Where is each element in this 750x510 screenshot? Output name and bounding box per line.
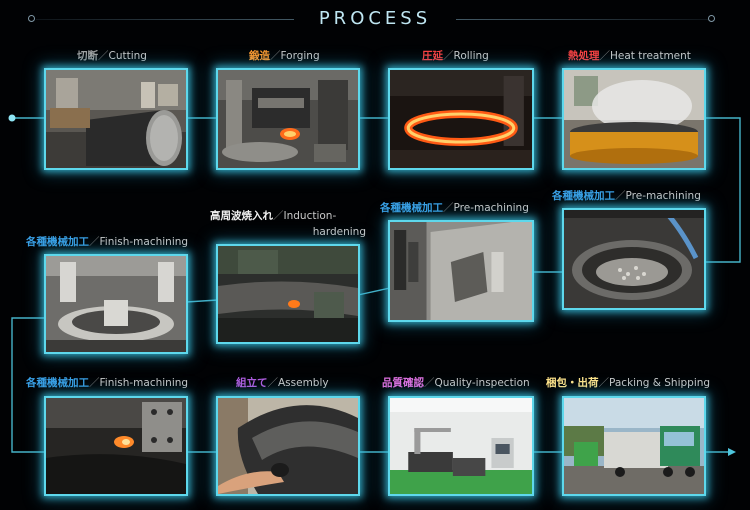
step-quality-inspection-label: 品質確認／Quality-inspection bbox=[382, 377, 530, 389]
step-pre-machining-2-photo bbox=[562, 208, 706, 310]
flow-line-row2-down bbox=[11, 317, 46, 453]
step-pre-machining-1-label: 各種機械加工／Pre-machining bbox=[380, 202, 529, 214]
step-forging-label: 鍛造／Forging bbox=[249, 50, 320, 62]
step-forging-photo bbox=[216, 68, 360, 170]
step-pre-machining-1-photo bbox=[388, 220, 534, 322]
title-dot-right bbox=[708, 15, 715, 22]
flow-line-row1 bbox=[14, 117, 741, 263]
step-heat-treatment-photo bbox=[562, 68, 706, 170]
step-packing-shipping-label: 梱包・出荷／Packing & Shipping bbox=[546, 377, 711, 389]
step-cutting-photo bbox=[44, 68, 188, 170]
step-heat-treatment-label: 熱処理／Heat treatment bbox=[568, 50, 691, 62]
step-packing-shipping-photo bbox=[562, 396, 706, 496]
flow-end-arrow bbox=[728, 448, 736, 456]
title-rule-left bbox=[36, 19, 294, 20]
step-finish-machining-1-photo bbox=[44, 254, 188, 354]
step-assembly-label: 組立て／Assembly bbox=[236, 377, 329, 389]
step-rolling-label: 圧延／Rolling bbox=[422, 50, 489, 62]
flow-start-dot bbox=[8, 114, 16, 122]
title-rule-right bbox=[456, 19, 708, 20]
step-induction-hardening-photo bbox=[216, 244, 360, 344]
flow-line-row2 bbox=[185, 271, 562, 303]
step-quality-inspection-photo bbox=[388, 396, 534, 496]
step-assembly-photo bbox=[216, 396, 360, 496]
step-induction-hardening-label: 高周波焼入れ／Induction- hardening bbox=[210, 210, 366, 238]
title-dot-left bbox=[28, 15, 35, 22]
page-title: PROCESS bbox=[318, 8, 432, 29]
step-cutting-label: 切断／Cutting bbox=[77, 50, 147, 62]
step-pre-machining-2-label: 各種機械加工／Pre-machining bbox=[552, 190, 701, 202]
step-finish-machining-1-label: 各種機械加工／Finish-machining bbox=[26, 236, 189, 248]
step-rolling-photo bbox=[388, 68, 534, 170]
step-finish-machining-2-photo bbox=[44, 396, 188, 496]
step-finish-machining-2-label: 各種機械加工／Finish-machining bbox=[26, 377, 189, 389]
step-induction-hardening-label-line2: hardening bbox=[312, 226, 366, 238]
